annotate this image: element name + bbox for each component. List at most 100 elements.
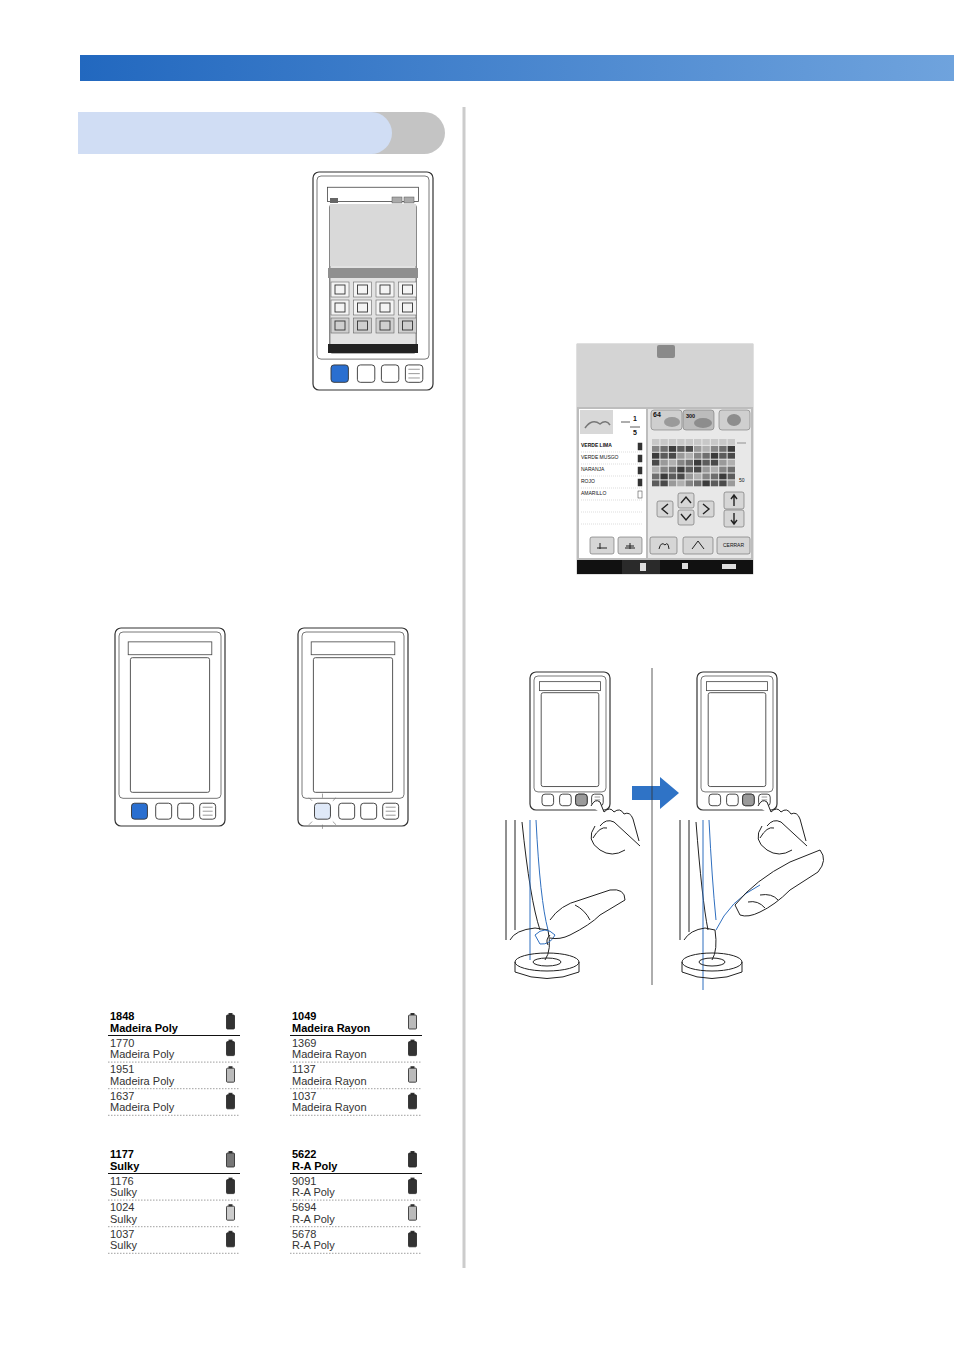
screen-label: ROJO [581, 479, 595, 484]
art-rect [579, 409, 646, 558]
art-rect [694, 453, 701, 459]
art-rect [669, 474, 676, 480]
art-rect [686, 480, 693, 486]
art-rect [648, 409, 751, 558]
art-path [585, 422, 610, 428]
art-rect [541, 693, 599, 787]
art-rect [669, 453, 676, 459]
art-line [108, 1226, 240, 1227]
art-line [386, 815, 396, 816]
art-path [535, 930, 555, 944]
art-rect [660, 446, 667, 452]
art-rect [638, 455, 642, 462]
art-rect [380, 321, 390, 330]
art-rect [701, 676, 773, 792]
art-rect [694, 439, 701, 445]
art-rect [328, 268, 418, 278]
thread-number: 5694 [292, 1202, 316, 1213]
art-rect [728, 460, 735, 466]
art-rect [227, 1042, 235, 1056]
art-line [581, 524, 643, 525]
art-rect [702, 460, 709, 466]
art-rect [409, 1095, 417, 1109]
art-line [630, 427, 640, 428]
art-path [731, 495, 737, 506]
art-rect [694, 467, 701, 473]
art-line [108, 1035, 240, 1036]
thread-brand: R-A Poly [292, 1214, 335, 1225]
screen-label: 1 [633, 415, 637, 422]
art-ellipse [694, 418, 712, 428]
art-g [640, 563, 736, 571]
thread-brand: Sulky [110, 1214, 137, 1225]
art-line [408, 377, 419, 378]
screen-label: 5 [633, 429, 637, 436]
art-rect [678, 510, 694, 525]
art-rect [227, 1095, 235, 1109]
art-rect [709, 794, 721, 806]
art-rect [711, 480, 718, 486]
screen-label: 64 [653, 411, 661, 418]
art-rect [409, 1153, 417, 1167]
art-line [322, 794, 323, 798]
art-path [760, 828, 774, 838]
art-g [298, 628, 408, 829]
screen-label: 300 [686, 414, 695, 420]
art-rect [298, 628, 408, 826]
art-rect [638, 443, 642, 450]
art-rect [542, 794, 554, 806]
art-rect [652, 467, 659, 473]
art-rect [335, 285, 345, 294]
art-rect [652, 446, 659, 452]
art-rect [677, 446, 684, 452]
art-rect [702, 446, 709, 452]
art-rect [361, 803, 377, 819]
art-rect [669, 439, 676, 445]
art-line [322, 825, 323, 829]
art-rect [380, 285, 390, 294]
art-rect [576, 794, 588, 806]
art-line [581, 500, 643, 501]
art-line [581, 452, 643, 453]
art-path [632, 777, 679, 809]
art-rect [669, 446, 676, 452]
art-rect [711, 460, 718, 466]
art-rect [657, 345, 675, 358]
art-rect [383, 803, 399, 819]
screen-label: VERDE MUSGO [581, 455, 619, 460]
art-rect [404, 197, 414, 203]
art-rect [719, 474, 726, 480]
art-rect [669, 460, 676, 466]
art-rect [330, 205, 416, 353]
art-g [115, 172, 806, 841]
art-rect [358, 321, 368, 330]
art-line [203, 811, 213, 812]
art-line [290, 1226, 422, 1227]
thread-number: 1770 [110, 1038, 134, 1049]
art-rect [728, 480, 735, 486]
art-rect [651, 410, 682, 430]
art-rect [317, 176, 429, 359]
art-rect [711, 439, 718, 445]
art-rect [669, 467, 676, 473]
art-rect [354, 318, 372, 333]
art-rect [660, 467, 667, 473]
art-rect [719, 460, 726, 466]
art-path [709, 820, 716, 920]
art-rect [227, 1068, 235, 1082]
art-rect [357, 365, 374, 382]
art-path [550, 890, 625, 939]
art-rect [380, 303, 390, 312]
art-line [408, 373, 419, 374]
thread-number: 1951 [110, 1064, 134, 1075]
art-g [506, 820, 824, 990]
thread-brand: Madeira Poly [110, 1023, 178, 1034]
art-path [682, 962, 742, 979]
art-rect [392, 197, 402, 203]
art-rect [650, 537, 677, 554]
art-g [115, 628, 225, 826]
thread-brand: Madeira Poly [110, 1049, 174, 1060]
art-rect [702, 480, 709, 486]
art-path [662, 504, 668, 514]
thread-brand: R-A Poly [292, 1240, 335, 1251]
